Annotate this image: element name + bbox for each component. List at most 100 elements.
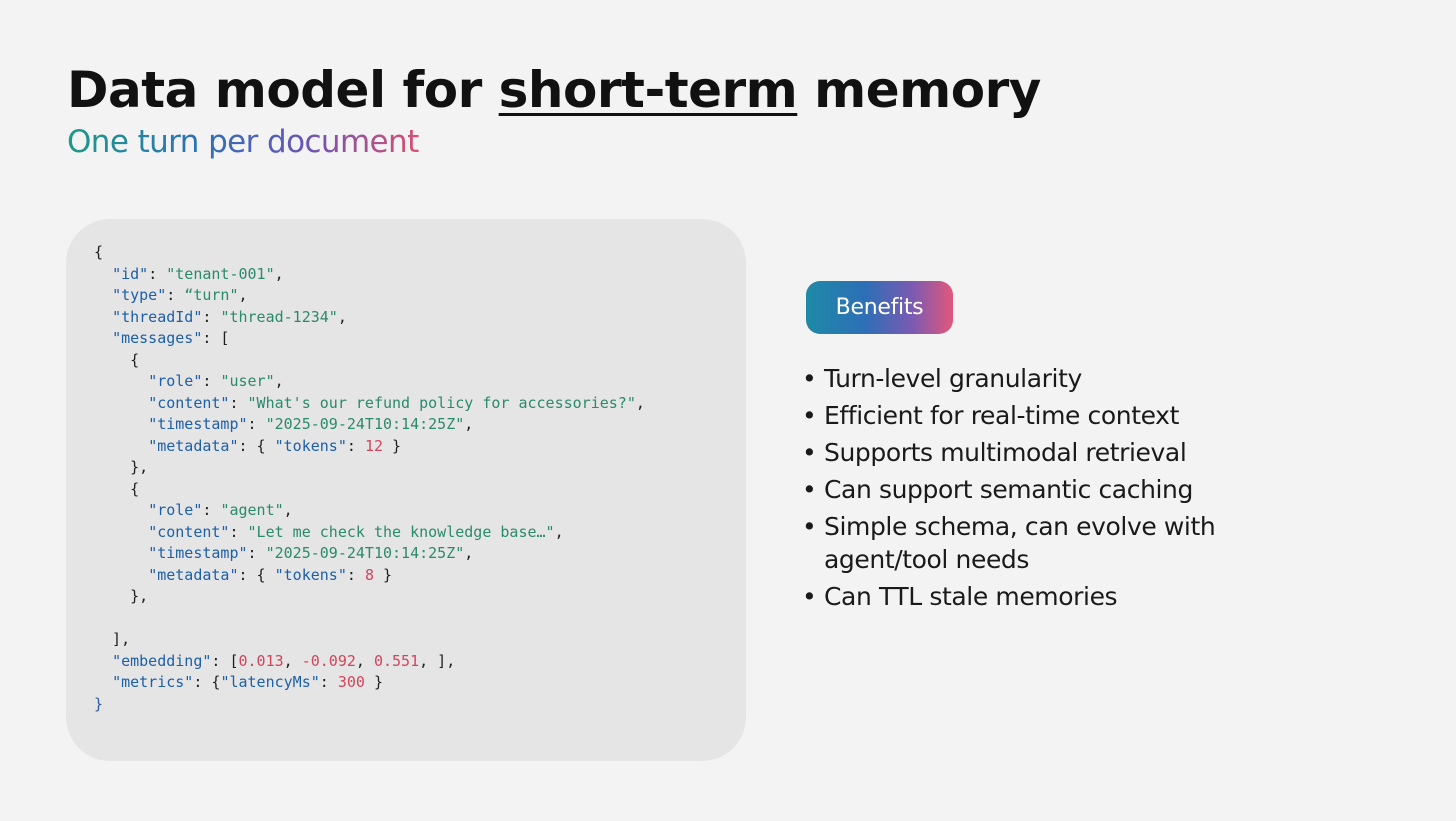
- code-token: "2025-09-24T10:14:25Z": [265, 544, 465, 562]
- code-token: [94, 673, 112, 691]
- code-token: : {: [238, 565, 275, 584]
- code-line: "timestamp": "2025-09-24T10:14:25Z",: [94, 543, 645, 565]
- slide-title: Data model for short-term memory: [67, 58, 1041, 122]
- code-line: "metadata": { "tokens": 12 }: [94, 436, 645, 458]
- code-token: "agent": [220, 501, 284, 519]
- code-line: "metrics": {"latencyMs": 300 }: [94, 672, 645, 694]
- code-line: "content": "What's our refund policy for…: [94, 393, 645, 415]
- code-line: "content": "Let me check the knowledge b…: [94, 522, 645, 544]
- code-token: "role": [148, 501, 203, 519]
- code-token: "tenant-001": [166, 264, 275, 283]
- code-token: "threadId": [112, 307, 203, 326]
- code-token: "content": [148, 522, 230, 541]
- code-card: [66, 219, 746, 761]
- code-line: "id": "tenant-001",: [94, 264, 645, 286]
- code-token: :: [346, 565, 365, 584]
- code-token: ,: [274, 372, 284, 390]
- code-line: ],: [94, 629, 645, 651]
- code-token: "metrics": [112, 673, 194, 691]
- code-token: :: [247, 415, 266, 433]
- benefit-text: Supports multimodal retrieval: [824, 438, 1187, 467]
- code-token: 0.551: [373, 651, 420, 670]
- code-token: ,: [635, 393, 645, 412]
- code-token: {: [94, 350, 140, 369]
- benefit-item: •Supports multimodal retrieval: [800, 436, 1320, 469]
- code-token: ,: [337, 307, 347, 326]
- code-token: :: [202, 501, 221, 519]
- code-token: [94, 566, 148, 584]
- code-line: "role": "agent",: [94, 500, 645, 522]
- code-token: }: [364, 673, 383, 691]
- code-token: "embedding": [112, 651, 212, 670]
- code-token: , ],: [419, 651, 456, 670]
- code-token: "metadata": [148, 565, 239, 584]
- code-token: {: [94, 479, 140, 498]
- code-token: [94, 501, 148, 519]
- bullet-icon: •: [802, 512, 817, 541]
- code-token: 0.013: [238, 651, 284, 670]
- code-token: "user": [220, 372, 275, 390]
- code-line: "threadId": "thread-1234",: [94, 307, 645, 329]
- code-token: "tokens": [274, 565, 347, 584]
- benefits-badge: Benefits: [806, 281, 953, 334]
- code-line: }: [94, 694, 645, 716]
- code-token: },: [94, 587, 149, 605]
- code-line: "messages": [: [94, 328, 645, 350]
- code-token: :: [202, 372, 221, 390]
- code-token: [94, 652, 112, 670]
- code-line: "type": “turn",: [94, 285, 645, 307]
- code-token: :: [202, 307, 221, 326]
- code-line: {: [94, 242, 645, 264]
- json-code-block: { "id": "tenant-001", "type": “turn", "t…: [94, 242, 645, 715]
- code-token: :: [247, 544, 266, 562]
- benefit-text: Simple schema, can evolve with agent/too…: [824, 512, 1216, 574]
- code-token: [94, 523, 148, 541]
- bullet-icon: •: [802, 401, 817, 430]
- code-token: ,: [238, 286, 248, 304]
- code-token: : [: [211, 651, 239, 670]
- code-token: }: [94, 694, 104, 713]
- code-token: [94, 372, 148, 390]
- code-token: [94, 286, 112, 304]
- code-token: "timestamp": [148, 415, 248, 433]
- code-token: :: [319, 673, 338, 691]
- code-line: "role": "user",: [94, 371, 645, 393]
- code-token: "metadata": [148, 436, 239, 455]
- code-token: :: [229, 393, 248, 412]
- code-token: "thread-1234": [220, 307, 338, 326]
- code-token: ,: [464, 544, 474, 562]
- code-token: "tokens": [274, 436, 347, 455]
- slide-subtitle: One turn per document: [67, 120, 419, 164]
- code-line: },: [94, 457, 645, 479]
- title-underlined-term: short-term: [498, 61, 798, 119]
- code-token: "Let me check the knowledge base…": [247, 522, 555, 541]
- code-token: “turn": [184, 286, 239, 304]
- code-token: ],: [94, 630, 131, 648]
- code-token: "id": [112, 264, 149, 283]
- code-token: "content": [148, 393, 230, 412]
- benefit-item: •Simple schema, can evolve with agent/to…: [800, 510, 1320, 576]
- code-token: "2025-09-24T10:14:25Z": [265, 415, 465, 433]
- benefit-text: Can support semantic caching: [824, 475, 1193, 504]
- title-part-2: memory: [797, 61, 1041, 119]
- code-token: [94, 544, 148, 562]
- code-token: ,: [283, 501, 293, 519]
- bullet-icon: •: [802, 475, 817, 504]
- code-token: ,: [274, 264, 284, 283]
- code-line: },: [94, 586, 645, 608]
- benefit-item: •Can TTL stale memories: [800, 580, 1320, 613]
- code-token: 8: [364, 565, 374, 584]
- code-token: "What's our refund policy for accessorie…: [247, 393, 636, 412]
- benefit-text: Turn-level granularity: [824, 364, 1082, 393]
- code-token: :: [229, 522, 248, 541]
- code-line: {: [94, 479, 645, 501]
- code-token: }: [373, 565, 393, 584]
- benefit-text: Efficient for real-time context: [824, 401, 1179, 430]
- code-token: :: [166, 286, 185, 304]
- benefit-item: •Can support semantic caching: [800, 473, 1320, 506]
- benefit-item: •Efficient for real-time context: [800, 399, 1320, 432]
- benefit-item: •Turn-level granularity: [800, 362, 1320, 395]
- code-token: ,: [283, 651, 302, 670]
- code-token: [94, 437, 148, 455]
